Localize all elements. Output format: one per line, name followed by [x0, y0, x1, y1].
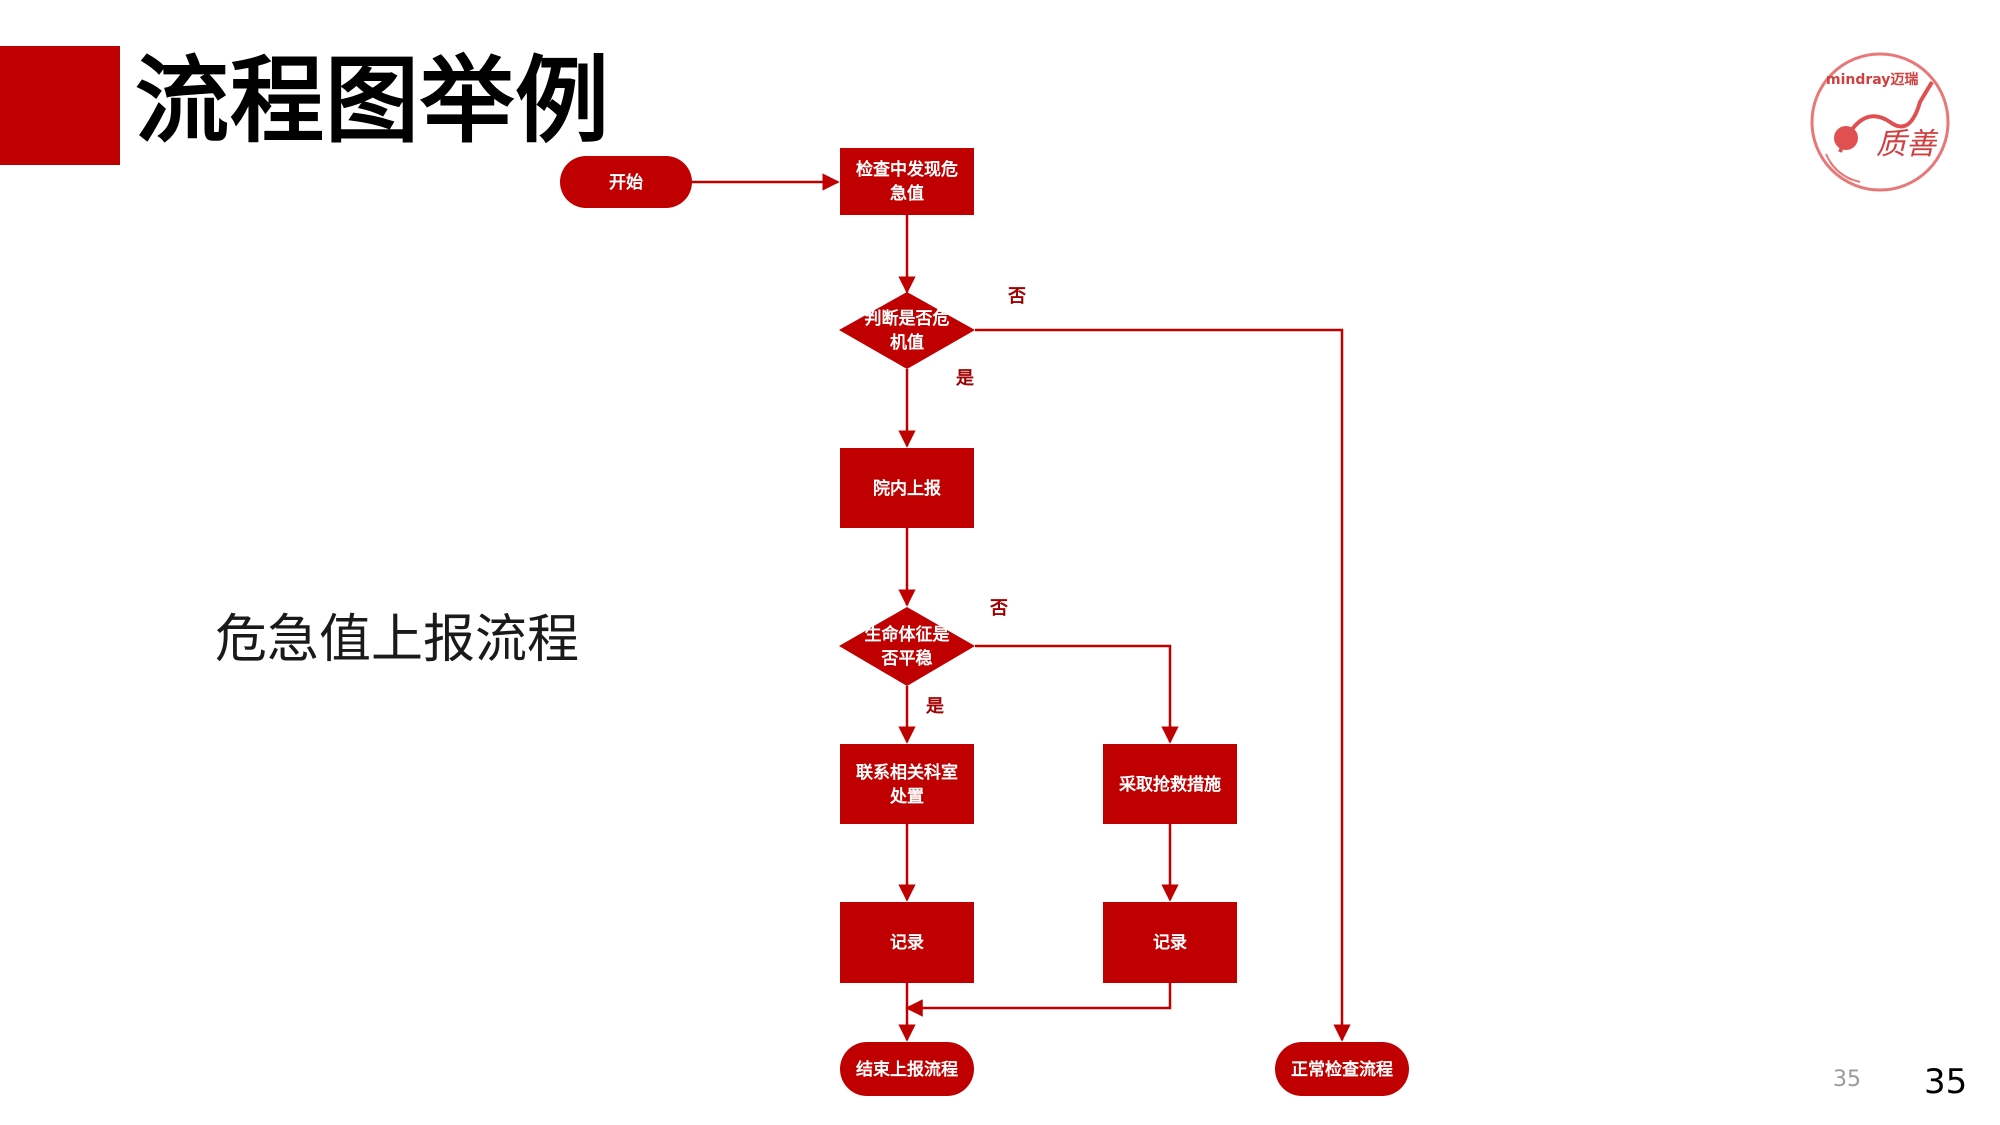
node-record-right-label: 记录 [1153, 933, 1187, 953]
edge-label-judge2-yes: 是 [925, 696, 944, 717]
node-normal-flow-label: 正常检查流程 [1291, 1059, 1393, 1080]
node-judge1-line1: 判断是否危 [865, 308, 950, 329]
node-judge1-line2: 机值 [890, 332, 924, 353]
edge-judge1-no-to-normal [975, 328, 1351, 1042]
node-find-line1: 检查中发现危 [856, 159, 958, 180]
node-judge-critical: 判断是否危 机值 [839, 292, 975, 369]
node-contact-line2: 处置 [889, 786, 924, 807]
slide-subtitle: 危急值上报流程 [215, 610, 580, 670]
node-start: 开始 [560, 156, 692, 208]
edge-judge2-no-to-rescue [975, 644, 1179, 744]
slide-number-small: 35 [1833, 1067, 1861, 1092]
title-accent-bar [0, 46, 120, 165]
edge-record-right-to-end [905, 983, 1172, 1017]
slide-number: 35 [1924, 1062, 1968, 1102]
node-judge2-line1: 生命体征是 [865, 624, 950, 645]
node-report: 院内上报 [840, 448, 974, 528]
node-find-critical: 检查中发现危 急值 [840, 148, 974, 215]
node-judge-vitals: 生命体征是 否平稳 [839, 607, 975, 686]
edge-label-judge2-no: 否 [989, 598, 1008, 619]
node-report-label: 院内上报 [873, 478, 941, 499]
node-end-report: 结束上报流程 [840, 1042, 974, 1096]
logo-brand-text: mindray迈瑞 [1826, 71, 1918, 88]
edge-label-judge1-no: 否 [1007, 286, 1026, 307]
node-rescue-label: 采取抢救措施 [1118, 774, 1221, 795]
logo-tagline-text: 质善 [1876, 127, 1939, 162]
node-end-report-label: 结束上报流程 [856, 1059, 958, 1080]
page-title: 流程图举例 [135, 47, 611, 156]
node-contact-department: 联系相关科室 处置 [840, 744, 974, 824]
node-judge2-line2: 否平稳 [881, 648, 933, 669]
node-normal-flow: 正常检查流程 [1275, 1042, 1409, 1096]
node-record-left-label: 记录 [890, 933, 924, 953]
edge-label-judge1-yes: 是 [955, 368, 974, 389]
node-record-right: 记录 [1103, 902, 1237, 983]
node-rescue: 采取抢救措施 [1103, 744, 1237, 824]
node-start-label: 开始 [609, 172, 643, 193]
node-contact-line1: 联系相关科室 [856, 762, 958, 783]
mindray-logo: mindray迈瑞 质善 [1800, 42, 1960, 202]
node-find-line2: 急值 [890, 183, 924, 204]
node-record-left: 记录 [840, 902, 974, 983]
flow-edges [692, 173, 1351, 1042]
